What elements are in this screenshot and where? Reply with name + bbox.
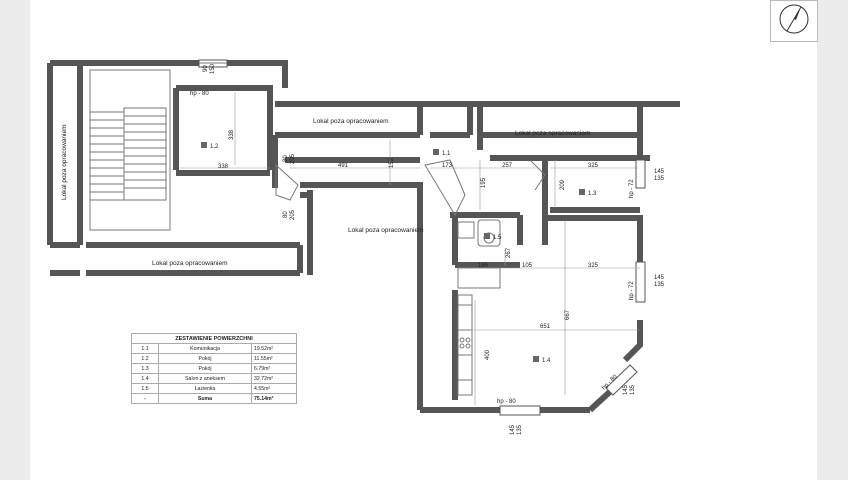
dim-205-b: 205: [290, 209, 296, 220]
room-id: 1.3: [588, 191, 597, 197]
room-number: 1.1: [131, 343, 159, 354]
dim-80-b: 80: [283, 211, 289, 218]
outside-label-center: Lokal poza opracowaniem: [348, 227, 424, 234]
fixtures: [457, 219, 501, 396]
dim-135-c: 135: [517, 424, 523, 435]
dim-135-a: 135: [654, 176, 665, 182]
dim-173: 173: [442, 163, 453, 169]
room-id: 1.5: [493, 235, 502, 241]
table-row: 1.1 Komunikacja 19.52m²: [131, 343, 297, 354]
dim-205-a: 205: [290, 153, 296, 164]
room-tag-1-1: 1.1: [433, 149, 451, 157]
dim-105: 105: [522, 263, 533, 269]
dim-hp-72-a: hp - 72: [629, 179, 635, 198]
dim-185: 185: [478, 263, 489, 269]
room-name: Pokój: [158, 353, 252, 364]
table-row: 1.2 Pokój 11.55m²: [131, 353, 297, 364]
dim-135-b: 135: [654, 282, 665, 288]
dim-400: 400: [485, 349, 491, 360]
total-number: -: [131, 393, 159, 404]
dim-hp-72-b: hp - 72: [629, 281, 635, 300]
dim-338-h: 338: [218, 164, 229, 170]
dim-338-v: 338: [229, 129, 235, 140]
room-name: Łazienka: [158, 383, 252, 394]
room-name: Komunikacja: [158, 343, 252, 354]
dim-90: 90: [203, 65, 209, 72]
room-number: 1.2: [131, 353, 159, 364]
dim-209: 209: [560, 179, 566, 190]
walls: [47, 60, 680, 413]
table-total-row: - Suma 75.14m²: [131, 393, 297, 404]
openings: [198, 59, 646, 416]
outside-label-bottom-left: Lokal poza opracowaniem: [152, 260, 228, 267]
table-row: 1.5 Łazienka 4.55m²: [131, 383, 297, 394]
dimension-lines: [180, 92, 640, 405]
dim-491: 491: [338, 163, 349, 169]
room-name: Salon z aneksem: [158, 373, 252, 384]
compass-icon: [779, 4, 809, 34]
room-id: 1.4: [542, 358, 551, 364]
dim-150: 150: [210, 63, 216, 74]
room-area: 32.72m²: [251, 373, 297, 384]
dim-145-b: 145: [654, 275, 665, 281]
room-tag-1-5: 1.5: [484, 233, 502, 241]
room-number: 1.5: [131, 383, 159, 394]
dim-80-a: 80: [283, 155, 289, 162]
room-id: 1.2: [210, 144, 219, 150]
dim-667: 667: [565, 309, 571, 320]
room-area: 6.79m²: [251, 363, 297, 374]
room-area: 4.55m²: [251, 383, 297, 394]
table-row: 1.4 Salon z aneksem 32.72m²: [131, 373, 297, 384]
room-name: Pokój: [158, 363, 252, 374]
table-row: 1.3 Pokój 6.79m²: [131, 363, 297, 374]
area-summary-table: ZESTAWIENIE POWIERZCHNI 1.1 Komunikacja …: [131, 333, 297, 404]
dim-267: 267: [506, 247, 512, 258]
dim-hp-80-top: hp - 80: [190, 91, 209, 97]
outside-label-top-middle: Lokal poza opracowaniem: [313, 118, 389, 125]
room-tag-1-2: 1.2: [201, 142, 219, 150]
north-arrow: [770, 0, 818, 42]
room-area: 19.52m²: [251, 343, 297, 354]
room-id: 1.1: [442, 151, 451, 157]
dim-hp-80-bottom: hp - 80: [497, 399, 516, 405]
dim-145-a: 145: [654, 169, 665, 175]
dim-135-d: 135: [630, 384, 636, 395]
dim-325-top: 325: [588, 163, 599, 169]
dim-195: 195: [481, 177, 487, 188]
staircase: [89, 69, 171, 231]
table-title: ZESTAWIENIE POWIERZCHNI: [131, 333, 297, 344]
room-tag-1-3: 1.3: [579, 189, 597, 197]
room-number: 1.4: [131, 373, 159, 384]
outside-label-left: Lokal poza opracowaniem: [61, 124, 68, 200]
room-tag-1-4: 1.4: [533, 356, 551, 364]
dim-152: 152: [389, 157, 395, 168]
room-area: 11.55m²: [251, 353, 297, 364]
dim-145-d: 145: [623, 384, 629, 395]
outside-label-top-right: Lokal poza opracowaniem: [515, 130, 591, 137]
total-label: Suma: [158, 393, 252, 404]
dim-325-mid: 325: [588, 263, 599, 269]
dim-257: 257: [502, 163, 513, 169]
total-area: 75.14m²: [251, 393, 297, 404]
dim-651: 651: [540, 324, 551, 330]
dim-145-c: 145: [510, 424, 516, 435]
room-number: 1.3: [131, 363, 159, 374]
